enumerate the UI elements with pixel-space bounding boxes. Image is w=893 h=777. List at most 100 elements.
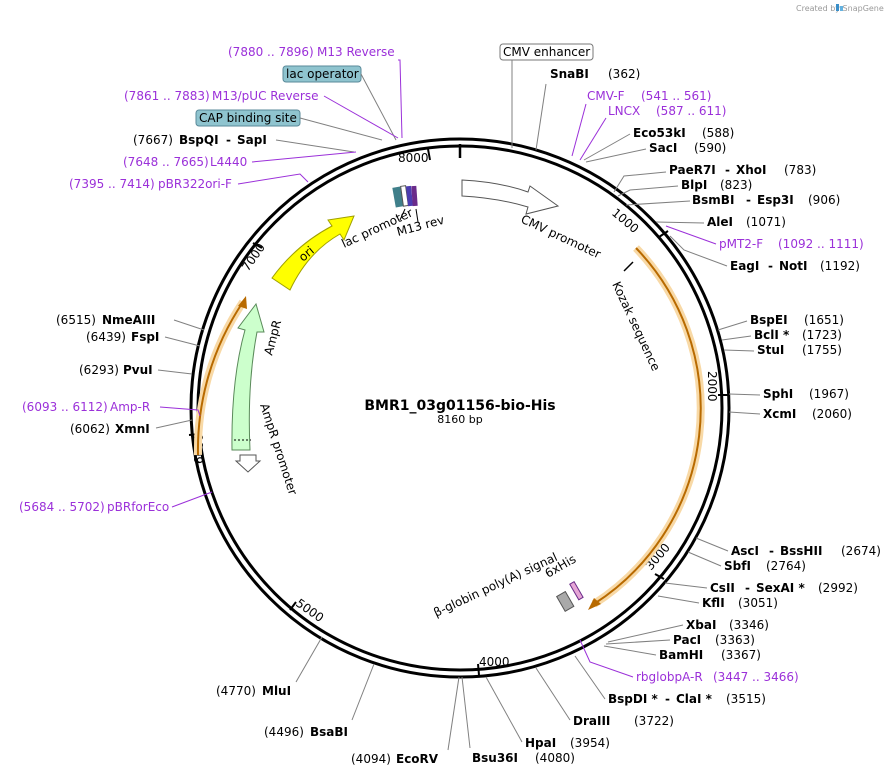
site-xmni[interactable]: (6062) XmnI bbox=[70, 422, 150, 436]
site-kfli[interactable]: KflI (3051) bbox=[702, 596, 778, 610]
site-hpai[interactable]: HpaI (3954) bbox=[525, 736, 610, 750]
primer-rbglobpa-r[interactable]: rbglobpA-R (3447 .. 3466) bbox=[636, 670, 799, 684]
site-bspdi-clai[interactable]: BspDI * - ClaI * (3515) bbox=[608, 692, 766, 706]
svg-text:BamHI: BamHI bbox=[659, 648, 703, 662]
site-paer7i-xhoi[interactable]: PaeR7I - XhoI (783) bbox=[669, 163, 816, 177]
lac-operator-feature[interactable] bbox=[405, 185, 414, 207]
leader-line bbox=[485, 676, 523, 743]
svg-text:ClaI *: ClaI * bbox=[676, 692, 713, 706]
ori-arrow[interactable] bbox=[271, 215, 355, 291]
svg-text:PvuI: PvuI bbox=[123, 363, 153, 377]
leader-line bbox=[613, 171, 667, 193]
site-blpi[interactable]: BlpI (823) bbox=[681, 178, 752, 192]
leader-line bbox=[605, 639, 671, 645]
primer-pbrforeco[interactable]: (5684 .. 5702) pBRforEco bbox=[19, 500, 169, 514]
site-stui[interactable]: StuI (1755) bbox=[757, 343, 842, 357]
site-ecorv[interactable]: (4094) EcoRV bbox=[351, 752, 439, 766]
primer-amp-r[interactable]: (6093 .. 6112) Amp-R bbox=[22, 400, 150, 414]
site-bcli[interactable]: BclI * (1723) bbox=[754, 328, 842, 342]
boxed-feature-cmv-enhancer[interactable]: CMV enhancer bbox=[499, 43, 594, 61]
tick-marks bbox=[188, 148, 729, 676]
boxed-feature-lac-operator[interactable]: lac operator bbox=[282, 65, 362, 83]
svg-text:(6515): (6515) bbox=[56, 313, 96, 327]
site-asci-bsshii[interactable]: AscI - BssHII (2674) bbox=[731, 544, 881, 558]
svg-text:(2060): (2060) bbox=[812, 407, 852, 421]
site-bsmbi-esp3i[interactable]: BsmBI - Esp3I (906) bbox=[692, 193, 840, 207]
site-bspei[interactable]: BspEI (1651) bbox=[750, 313, 844, 327]
site-bamhi[interactable]: BamHI (3367) bbox=[659, 648, 761, 662]
site-eco53ki[interactable]: Eco53kI (588) bbox=[633, 126, 734, 140]
primer-pbr322ori-f[interactable]: (7395 .. 7414) pBR322ori-F bbox=[69, 177, 232, 191]
site-sbfi[interactable]: SbfI (2764) bbox=[724, 559, 806, 573]
ampr-label: AmpR bbox=[261, 319, 284, 357]
svg-text:StuI: StuI bbox=[757, 343, 784, 357]
site-alei[interactable]: AleI (1071) bbox=[707, 215, 786, 229]
ampr-promoter-arrow[interactable] bbox=[234, 454, 262, 473]
snapgene-logo-icon bbox=[836, 4, 843, 11]
ampr-arrowhead-icon bbox=[238, 296, 247, 309]
leader-line bbox=[721, 335, 752, 341]
svg-text:CsII: CsII bbox=[710, 581, 735, 595]
leader-line bbox=[669, 235, 728, 267]
site-saci[interactable]: SacI (590) bbox=[649, 141, 726, 155]
polya-feature[interactable] bbox=[555, 590, 575, 612]
svg-text:(1092 .. 1111): (1092 .. 1111) bbox=[778, 237, 864, 251]
svg-text:MluI: MluI bbox=[262, 684, 291, 698]
primer-l4440[interactable]: (7648 .. 7665) L4440 bbox=[123, 155, 247, 169]
gene-arrowhead-icon bbox=[588, 598, 601, 610]
leader-line bbox=[351, 663, 375, 721]
leader-line bbox=[461, 676, 471, 749]
site-bsabi[interactable]: (4496) BsaBI bbox=[264, 725, 348, 739]
svg-text:(1723): (1723) bbox=[802, 328, 842, 342]
primer-cmv-f[interactable]: CMV-F (541 .. 561) bbox=[587, 89, 711, 103]
svg-text:(1967): (1967) bbox=[809, 387, 849, 401]
svg-text:CAP binding site: CAP binding site bbox=[199, 111, 297, 125]
site-eagi-noti[interactable]: EagI - NotI (1192) bbox=[730, 259, 860, 273]
m13-rev-feature[interactable] bbox=[411, 185, 418, 207]
svg-text:BspQI: BspQI bbox=[179, 133, 219, 147]
six-his-feature[interactable] bbox=[569, 581, 584, 601]
site-xcmi[interactable]: XcmI (2060) bbox=[763, 407, 852, 421]
ampr-arrow[interactable] bbox=[231, 302, 265, 451]
site-csii-sexai[interactable]: CsII - SexAI * (2992) bbox=[710, 581, 858, 595]
svg-text:DraIII: DraIII bbox=[573, 714, 610, 728]
site-sphi[interactable]: SphI (1967) bbox=[763, 387, 849, 401]
site-pvui[interactable]: (6293) PvuI bbox=[79, 363, 153, 377]
svg-text:HpaI: HpaI bbox=[525, 736, 556, 750]
leader-line bbox=[655, 221, 705, 224]
site-nmeaiii[interactable]: (6515) NmeAIII bbox=[56, 313, 155, 327]
svg-text:(590): (590) bbox=[694, 141, 726, 155]
cap-binding-site-feature[interactable] bbox=[392, 186, 404, 208]
svg-text:BspEI: BspEI bbox=[750, 313, 788, 327]
ampr-cds-arc[interactable] bbox=[193, 296, 247, 456]
site-snabi[interactable]: SnaBI (362) bbox=[550, 67, 640, 81]
svg-text:(541 .. 561): (541 .. 561) bbox=[641, 89, 711, 103]
primer-pmt2-f[interactable]: pMT2-F (1092 .. 1111) bbox=[719, 237, 864, 251]
tick-label: 5000 bbox=[293, 596, 326, 625]
leader-line bbox=[360, 73, 397, 141]
leader-line bbox=[173, 319, 205, 331]
leader-line bbox=[728, 411, 761, 415]
svg-text:(5684 .. 5702): (5684 .. 5702) bbox=[19, 500, 105, 514]
svg-text:AscI: AscI bbox=[731, 544, 759, 558]
primer-leader bbox=[571, 103, 587, 157]
site-mlui[interactable]: (4770) MluI bbox=[216, 684, 291, 698]
site-draiii[interactable]: DraIII (3722) bbox=[573, 714, 674, 728]
svg-text:(2674): (2674) bbox=[841, 544, 881, 558]
boxed-feature-cap-binding-site[interactable]: CAP binding site bbox=[195, 109, 301, 127]
cmv-promoter-arrow[interactable] bbox=[461, 179, 560, 215]
svg-text:-: - bbox=[746, 193, 751, 207]
primer-lncx[interactable]: LNCX (587 .. 611) bbox=[608, 104, 726, 118]
svg-text:(6093 .. 6112): (6093 .. 6112) bbox=[22, 400, 108, 414]
leader-line bbox=[535, 83, 547, 151]
leader-line bbox=[657, 595, 700, 604]
site-paci[interactable]: PacI (3363) bbox=[673, 633, 755, 647]
gene-insert-arc[interactable] bbox=[588, 245, 705, 610]
primer-m13-reverse[interactable]: (7880 .. 7896) M13 Reverse bbox=[228, 45, 395, 59]
site-bspqi-sapi[interactable]: (7667) BspQI - SapI bbox=[133, 133, 267, 147]
site-fspi[interactable]: (6439) FspI bbox=[86, 330, 159, 344]
site-bsu36i[interactable]: Bsu36I (4080) bbox=[472, 751, 575, 765]
primer-m13-puc-reverse[interactable]: (7861 .. 7883) M13/pUC Reverse bbox=[124, 89, 319, 103]
site-xbai[interactable]: XbaI (3346) bbox=[686, 618, 769, 632]
